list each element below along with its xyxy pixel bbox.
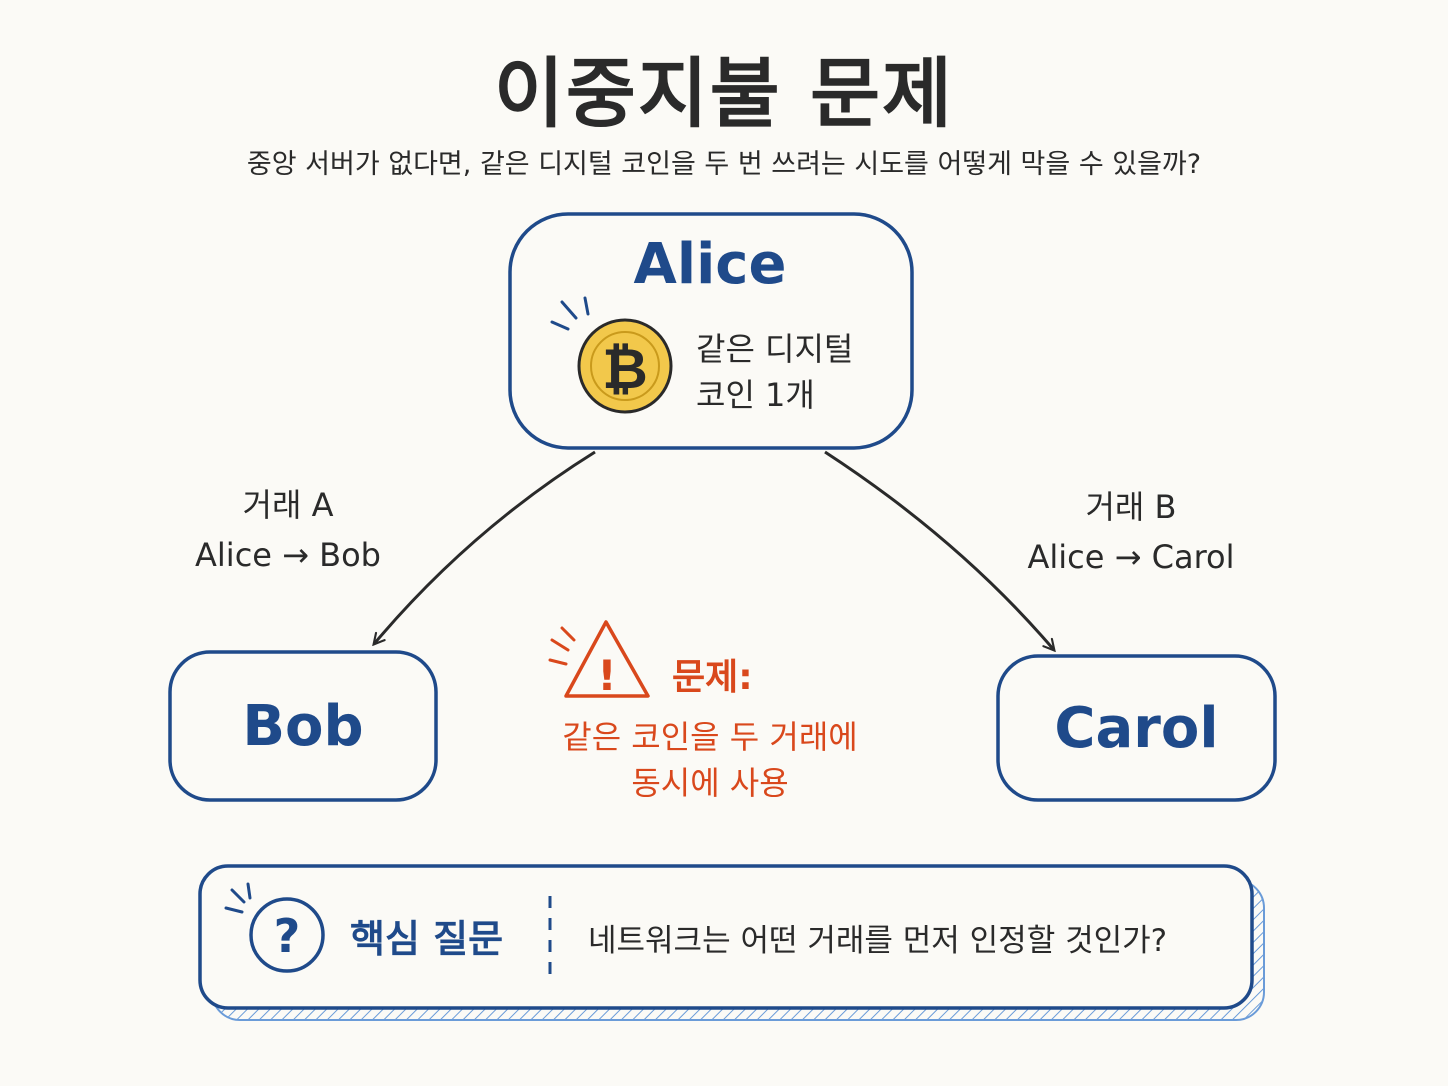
transaction-b-label: 거래 B Alice → Carol (1016, 482, 1246, 582)
coin-description: 같은 디지털 코인 1개 (696, 326, 853, 418)
warning-mark: ! (597, 651, 616, 700)
question-icon: ? (224, 882, 325, 973)
coin-spark-icon (550, 296, 590, 331)
transaction-b-route: Alice → Carol (1027, 538, 1235, 576)
warning-icon: ! (548, 620, 650, 700)
problem-description: 같은 코인을 두 거래에 동시에 사용 (530, 714, 890, 806)
page-subtitle: 중앙 서버가 없다면, 같은 디지털 코인을 두 번 쓰려는 시도를 어떻게 막… (246, 149, 1202, 180)
arrow-alice-to-carol (824, 450, 1054, 650)
bob-name: Bob (242, 693, 364, 759)
problem-heading: 문제: (672, 657, 753, 698)
alice-node (508, 212, 914, 450)
alice-name: Alice (633, 232, 787, 297)
bitcoin-coin-icon: ₿ (577, 318, 673, 414)
transaction-a-route: Alice → Bob (195, 536, 381, 574)
problem-line-1: 같은 코인을 두 거래에 (562, 718, 858, 756)
question-text: 네트워크는 어떤 거래를 먼저 인정할 것인가? (588, 923, 1168, 959)
bob-node (168, 650, 438, 802)
transaction-a-label: 거래 A Alice → Bob (186, 480, 390, 580)
carol-name: Carol (1054, 695, 1219, 761)
transaction-a-title: 거래 A (242, 486, 334, 524)
bob-node-label-wrap: Bob (170, 652, 436, 800)
arrow-alice-to-bob (374, 450, 596, 644)
bitcoin-symbol: ₿ (602, 337, 648, 402)
transaction-b-title: 거래 B (1085, 488, 1177, 526)
coin-line-1: 같은 디지털 (696, 330, 854, 368)
carol-node (996, 654, 1277, 802)
question-mark: ? (274, 909, 301, 963)
question-heading: 핵심 질문 (350, 917, 504, 961)
problem-line-2: 동시에 사용 (631, 764, 789, 802)
page-title: 이중지불 문제 (494, 49, 954, 138)
question-box (198, 864, 1254, 1010)
carol-node-label-wrap: Carol (998, 656, 1275, 800)
coin-line-2: 코인 1개 (696, 376, 815, 414)
